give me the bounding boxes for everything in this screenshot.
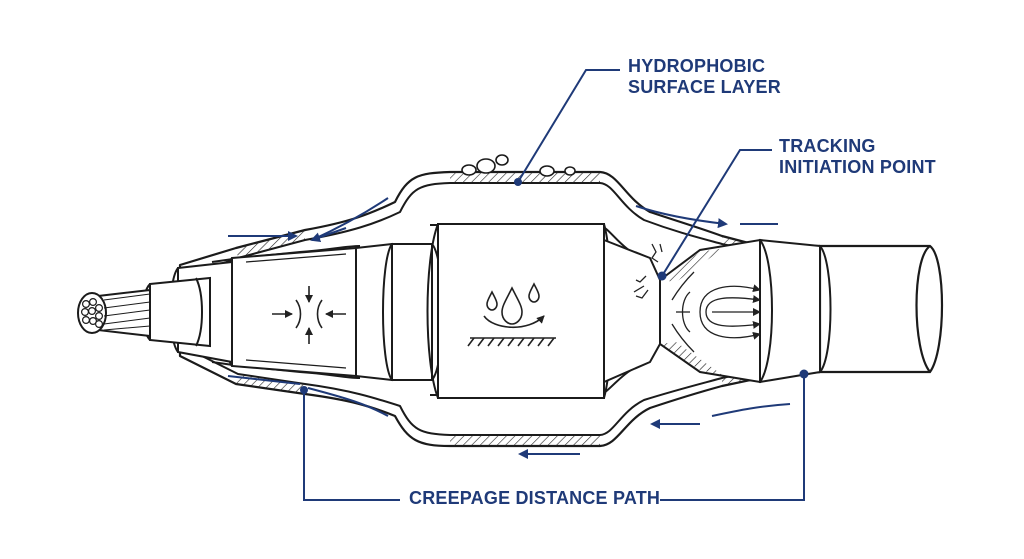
cable-jacket-right	[818, 244, 944, 374]
callout-leaders	[303, 69, 805, 501]
field-lines	[671, 271, 761, 353]
hydrophobic-label-line1: HYDROPHOBIC	[628, 56, 766, 76]
tracking-label-line1: TRACKING	[779, 136, 876, 156]
stress-cone-left	[223, 246, 357, 378]
stress-cone-right	[603, 238, 832, 384]
tracking-crack	[633, 243, 663, 299]
creepage-label-text: CREEPAGE DISTANCE PATH	[409, 488, 661, 508]
compression-icon	[272, 286, 346, 344]
creepage-distance-path-label: CREEPAGE DISTANCE PATH	[409, 488, 660, 509]
conductor-strands	[77, 292, 151, 334]
tracking-initiation-point-label: TRACKING INITIATION POINT	[779, 136, 936, 178]
hydrophobic-label-line2: SURFACE LAYER	[628, 77, 781, 97]
cable-left	[97, 260, 233, 364]
central-body	[426, 223, 613, 399]
hydrophobic-icon	[467, 282, 556, 347]
tracking-label-line2: INITIATION POINT	[779, 157, 936, 177]
hydrophobic-surface-layer-label: HYDROPHOBIC SURFACE LAYER	[628, 56, 781, 98]
connector-collar	[355, 242, 444, 382]
cone-hatch	[660, 248, 724, 376]
surface-droplets	[461, 154, 576, 177]
callout-dots	[300, 178, 809, 394]
creepage-arrows	[227, 197, 791, 459]
